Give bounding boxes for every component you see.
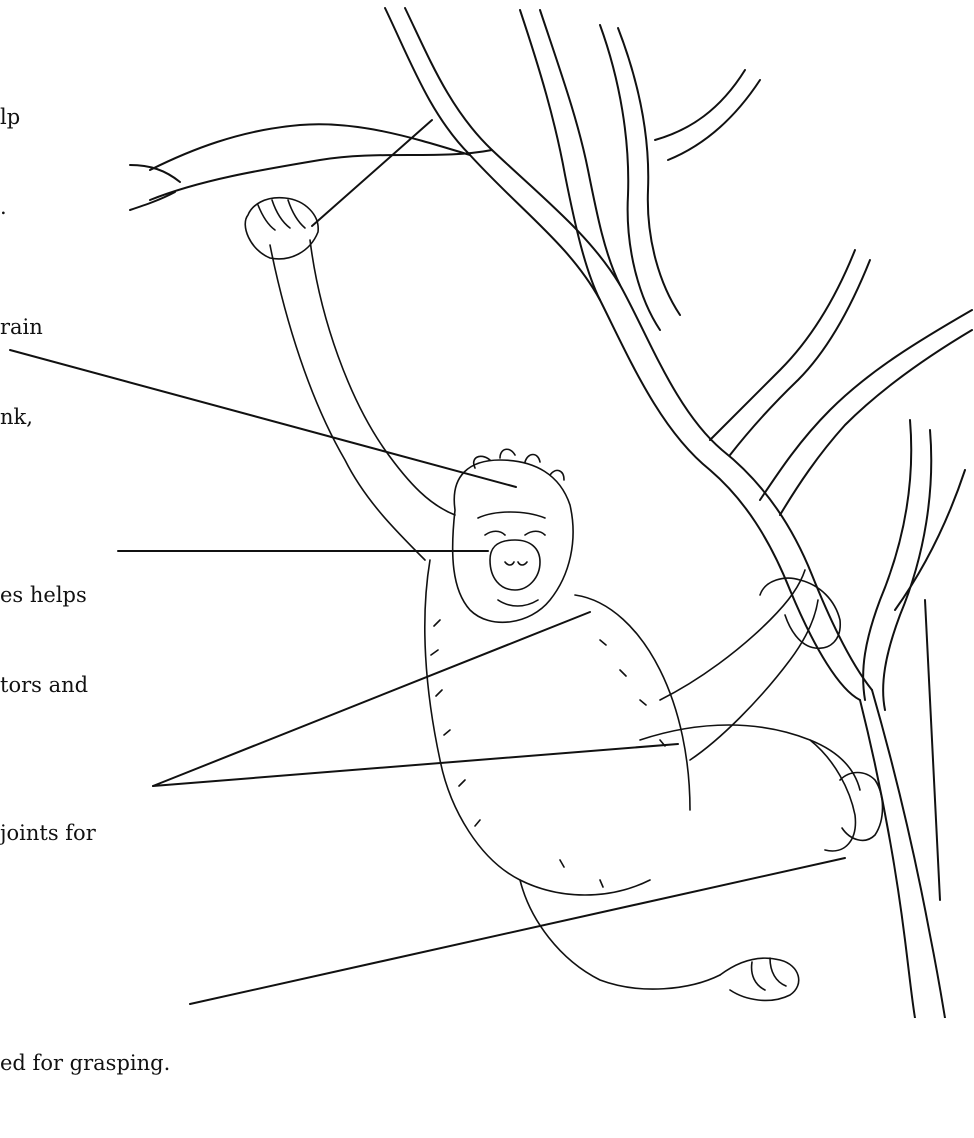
callout-line-hands — [312, 120, 432, 226]
muzzle — [490, 540, 540, 590]
branch-upper-1 — [520, 10, 600, 300]
label-feet: ed for grasping. — [0, 988, 170, 1138]
label-brain-line-2: nk, — [0, 402, 43, 432]
illustration — [0, 0, 974, 1018]
leg-lower — [520, 880, 720, 989]
callout-line-joints-b — [153, 744, 678, 786]
orangutan-figure — [245, 198, 882, 1001]
mouth — [498, 600, 538, 606]
branch-left — [150, 124, 470, 170]
label-hands-line-2: . — [0, 192, 27, 222]
orangutan-diagram: lp . rain nk, es helps tors and joints f… — [0, 0, 974, 1018]
label-feet-line-1: ed for grasping. — [0, 1048, 170, 1078]
torso — [425, 560, 650, 895]
foot-toes — [752, 958, 786, 990]
branch-right-1b — [668, 80, 760, 160]
tree-branches — [130, 8, 972, 1018]
trunk-inner — [405, 8, 872, 690]
branch-right-1 — [655, 70, 745, 140]
branch-upper-2 — [600, 25, 660, 330]
torso-right — [575, 595, 690, 810]
raised-arm-back — [310, 240, 455, 515]
raised-arm — [270, 245, 425, 560]
label-joints-line-1: joints for — [0, 818, 96, 848]
callout-line-brain — [10, 350, 516, 487]
label-brain-line-1: rain — [0, 312, 43, 342]
callout-line-joints-a — [153, 612, 590, 786]
branch-right-3b — [780, 330, 972, 515]
label-face-line-1: es helps — [0, 580, 88, 610]
head — [453, 460, 573, 622]
brow — [478, 512, 545, 518]
foot-on-trunk — [840, 773, 883, 841]
label-joints: joints for — [0, 758, 96, 908]
grip-fingers — [258, 200, 305, 230]
grip-hand — [245, 198, 318, 259]
head-hair — [474, 449, 564, 480]
nostrils — [505, 562, 527, 565]
hanging-foot — [720, 958, 799, 1000]
reaching-arm — [660, 570, 805, 700]
label-brain: rain nk, — [0, 252, 43, 492]
eyes — [485, 531, 545, 535]
branch-right-2 — [710, 250, 855, 440]
callout-line-feet — [190, 858, 845, 1004]
label-face-line-2: tors and — [0, 670, 88, 700]
stem-right — [925, 600, 940, 900]
label-hands: lp . — [0, 42, 27, 282]
callout-lines — [10, 120, 845, 1004]
branch-right-2b — [730, 260, 870, 455]
branch-left-b — [150, 150, 492, 200]
twig-left-b — [130, 192, 175, 210]
label-hands-line-1: lp — [0, 102, 27, 132]
label-face: es helps tors and — [0, 520, 88, 760]
